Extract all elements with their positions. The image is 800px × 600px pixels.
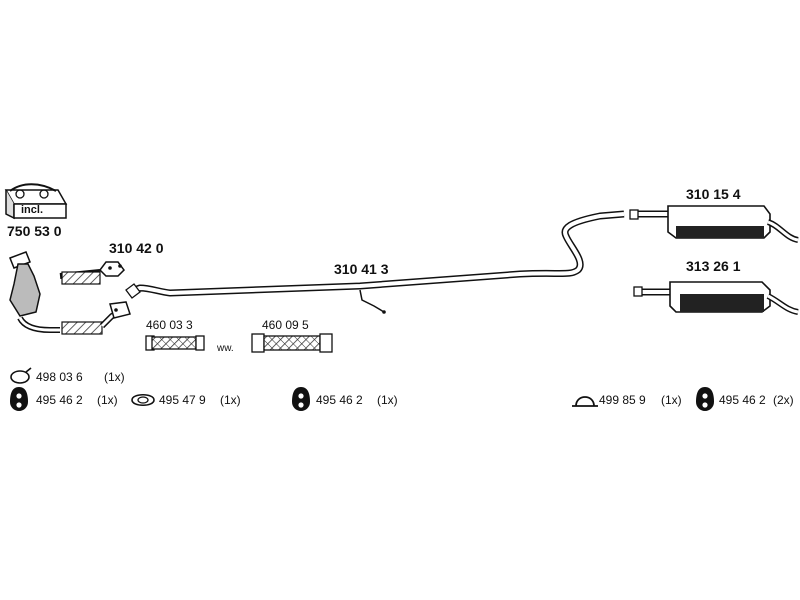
clamp-u-icon: [572, 396, 598, 407]
flex-a-part-number: 460 03 3: [146, 318, 193, 332]
accessory-part-number: 495 47 9: [159, 393, 206, 407]
rear-muffler-b-part-number: 313 26 1: [686, 258, 741, 274]
accessory-qty: (1x): [661, 393, 682, 407]
clamp-ring-icon: [10, 367, 32, 384]
flex-piece-a: [145, 335, 205, 351]
kit-box-icon: [4, 183, 68, 220]
accessory-part-number: 495 46 2: [36, 393, 83, 407]
rubber-hanger-icon: [10, 387, 28, 411]
rear-muffler-a-part-number: 310 15 4: [686, 186, 741, 202]
middle-pipe: [125, 210, 625, 314]
front-pipe-flex-lower: [61, 301, 131, 335]
rear-muffler-a: [629, 205, 799, 243]
rubber-hanger-icon: [292, 387, 310, 411]
flex-b-part-number: 460 09 5: [262, 318, 309, 332]
kit-badge: incl.: [21, 204, 44, 216]
accessory-part-number: 495 46 2: [316, 393, 363, 407]
rubber-hanger-icon: [696, 387, 714, 411]
accessory-qty: (1x): [104, 370, 125, 384]
front-pipe-flex-upper: [59, 261, 125, 285]
ww-label: ww.: [217, 343, 234, 354]
front-pipe-part-number: 310 42 0: [109, 240, 164, 256]
flex-piece-b: [251, 333, 333, 353]
middle-pipe-part-number: 310 41 3: [334, 261, 389, 277]
accessory-qty: (1x): [97, 393, 118, 407]
kit-part-number: 750 53 0: [7, 223, 62, 239]
rear-muffler-b: [633, 281, 799, 315]
catalytic-converter: [9, 251, 60, 333]
accessory-qty: (2x): [773, 393, 794, 407]
accessory-qty: (1x): [220, 393, 241, 407]
accessory-part-number: 498 03 6: [36, 370, 83, 384]
accessory-part-number: 495 46 2: [719, 393, 766, 407]
accessory-qty: (1x): [377, 393, 398, 407]
gasket-ring-icon: [131, 393, 155, 407]
accessory-part-number: 499 85 9: [599, 393, 646, 407]
